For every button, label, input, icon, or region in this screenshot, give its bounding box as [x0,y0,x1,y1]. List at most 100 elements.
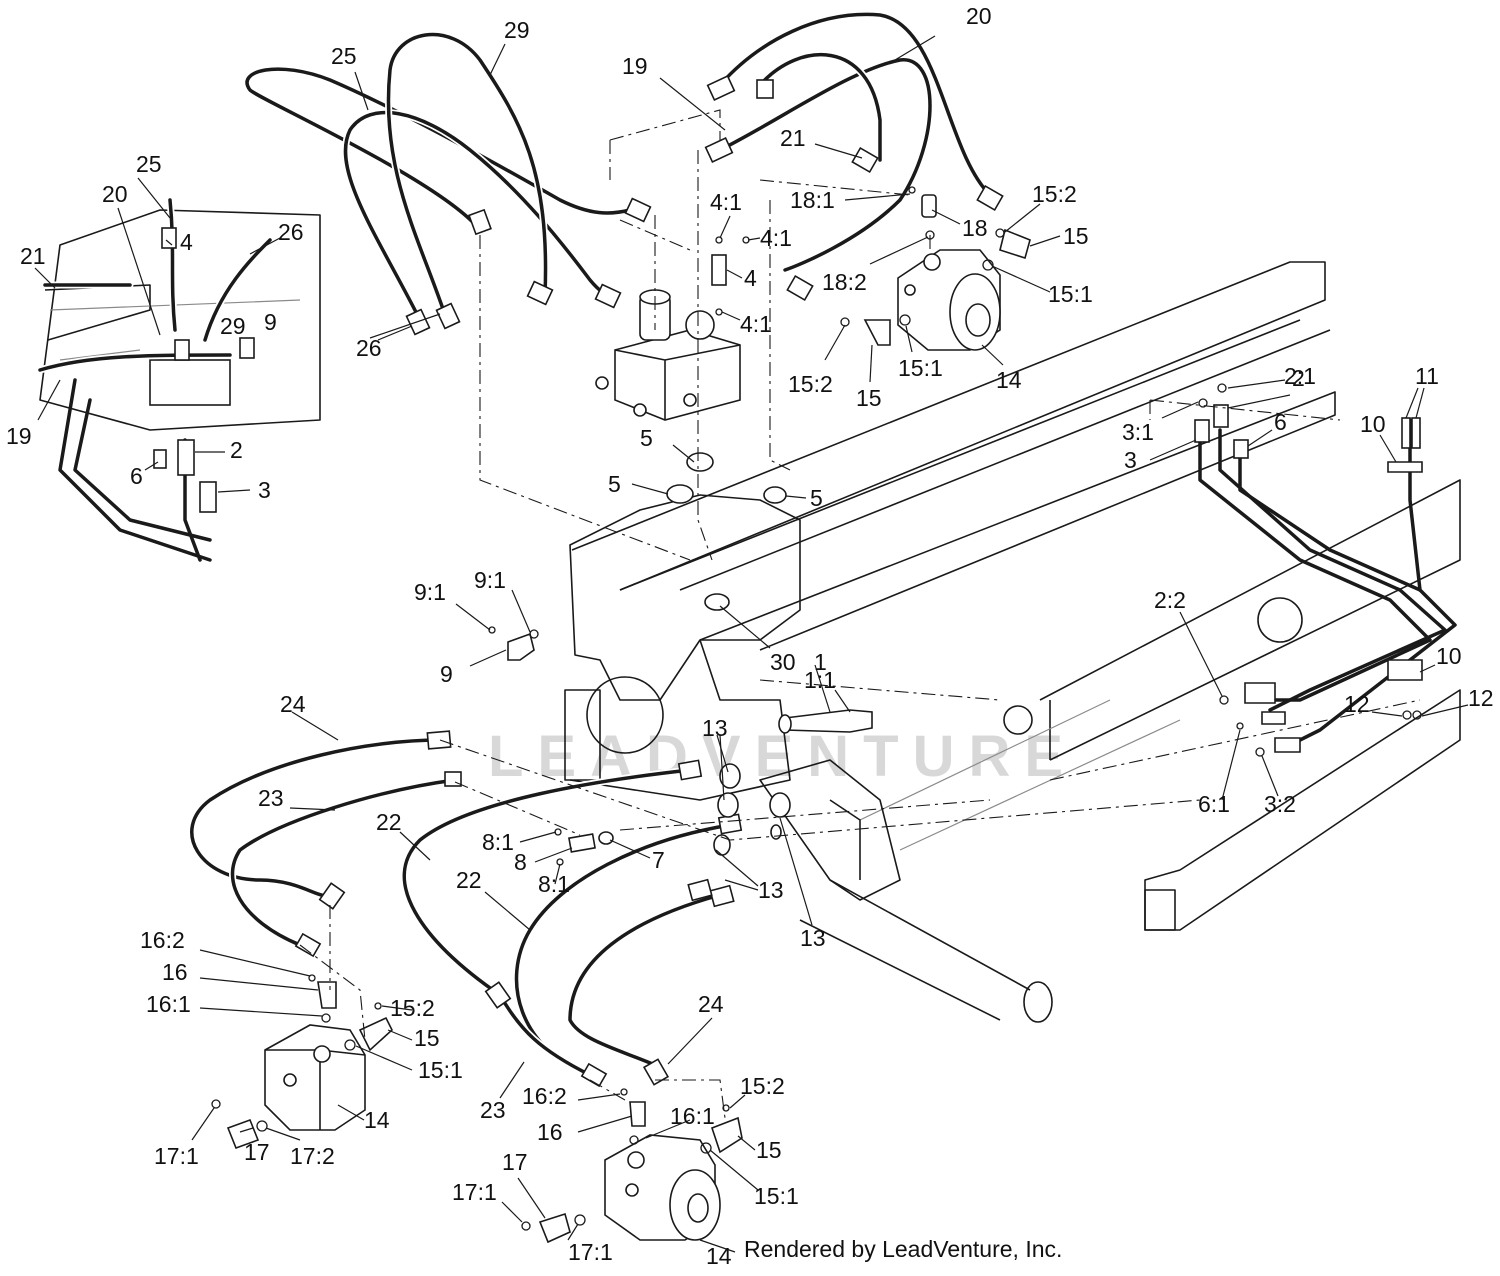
callout-16: 16 [537,1119,563,1145]
callout-18: 18 [962,215,988,241]
callout-20: 20 [966,3,992,29]
callout-15-2: 15:2 [788,371,833,397]
callout-2: 2 [230,437,243,463]
callout-15: 15 [856,385,882,411]
callout-25: 25 [136,151,162,177]
callout-15-1: 15:1 [898,355,943,381]
callout-13: 13 [758,877,784,903]
callout-9: 9 [440,661,453,687]
callout-labels: 20 29 25 19 21 18:1 18 15:2 15 15:1 18:2… [6,3,1494,1269]
upper-fittings [711,186,1031,346]
callout-2-2: 2:2 [1154,587,1186,613]
callout-12: 12 [1344,691,1370,717]
callout-8: 8 [514,849,527,875]
callout-23: 23 [480,1097,506,1123]
callout-8-1: 8:1 [538,871,570,897]
callout-19: 19 [6,423,32,449]
assembly-lines [299,109,1421,1119]
callout-13: 13 [800,925,826,951]
callout-14: 14 [364,1107,390,1133]
callout-15-1: 15:1 [418,1057,463,1083]
motor-lower-center [604,1134,721,1241]
callout-16-1: 16:1 [670,1103,715,1129]
callout-4: 4 [744,265,757,291]
callout-8-1: 8:1 [482,829,514,855]
leader-lines [34,35,1469,1253]
watermark-text: LEADVENTURE [488,724,1077,789]
callout-26: 26 [278,219,304,245]
callout-4-1: 4:1 [760,225,792,251]
right-tubes [1194,383,1457,757]
callout-25: 25 [331,43,357,69]
callout-18-1: 18:1 [790,187,835,213]
upper-hoses [243,10,1004,336]
callout-26: 26 [356,335,382,361]
callout-29: 29 [504,17,530,43]
callout-17-1: 17:1 [452,1179,497,1205]
callout-24: 24 [698,991,724,1017]
callout-21: 21 [20,243,46,269]
callout-16: 16 [162,959,188,985]
callout-5: 5 [640,425,653,451]
callout-15: 15 [756,1137,782,1163]
callout-9-1: 9:1 [414,579,446,605]
frame-rails [571,261,1461,1023]
callout-22: 22 [376,809,402,835]
detail-inset [36,196,321,562]
callout-2: 2 [1292,365,1305,391]
callout-20: 20 [102,181,128,207]
callout-23: 23 [258,785,284,811]
callout-10: 10 [1360,411,1386,437]
callout-9: 9 [264,309,277,335]
callout-1-1: 1:1 [804,667,836,693]
callout-3: 3 [1124,447,1137,473]
callout-15-2: 15:2 [390,995,435,1021]
callout-10: 10 [1436,643,1462,669]
callout-6: 6 [1274,409,1287,435]
callout-12: 12 [1468,685,1494,711]
callout-29: 29 [220,313,246,339]
callout-6: 6 [130,463,143,489]
callout-6-1: 6:1 [1198,791,1230,817]
callout-15: 15 [414,1025,440,1051]
callout-24: 24 [280,691,306,717]
callout-17: 17 [502,1149,528,1175]
rendered-by-credit: Rendered by LeadVenture, Inc. [744,1236,1063,1262]
callout-17-1: 17:1 [154,1143,199,1169]
callout-15-1: 15:1 [1048,281,1093,307]
callout-13: 13 [702,715,728,741]
callout-15: 15 [1063,223,1089,249]
callout-4: 4 [180,229,193,255]
callout-1: 1 [814,649,827,675]
callout-16-1: 16:1 [146,991,191,1017]
motor-lower-left [264,1024,366,1131]
callout-15-2: 15:2 [740,1073,785,1099]
callout-17-2: 17:2 [290,1143,335,1169]
callout-11: 11 [1415,363,1439,389]
callout-16-2: 16:2 [140,927,185,953]
callout-4-1: 4:1 [710,189,742,215]
callout-5: 5 [810,485,823,511]
lower-hoses [188,730,743,1088]
callout-18-2: 18:2 [822,269,867,295]
callout-14: 14 [996,367,1022,393]
callout-7: 7 [652,847,665,873]
callout-16-2: 16:2 [522,1083,567,1109]
callout-30: 30 [770,649,796,675]
callout-5: 5 [608,471,621,497]
fittings-center [488,626,873,734]
callout-17-1: 17:1 [568,1239,613,1265]
callout-9-1: 9:1 [474,567,506,593]
callout-2-1: 2:1 [1284,363,1316,389]
pump-upper [897,249,1001,351]
callout-15-2: 15:2 [1032,181,1077,207]
callout-3-1: 3:1 [1122,419,1154,445]
callout-14: 14 [706,1243,732,1269]
callout-3: 3 [258,477,271,503]
callout-22: 22 [456,867,482,893]
callout-3-2: 3:2 [1264,791,1296,817]
callout-15-1: 15:1 [754,1183,799,1209]
callout-17: 17 [244,1139,270,1165]
